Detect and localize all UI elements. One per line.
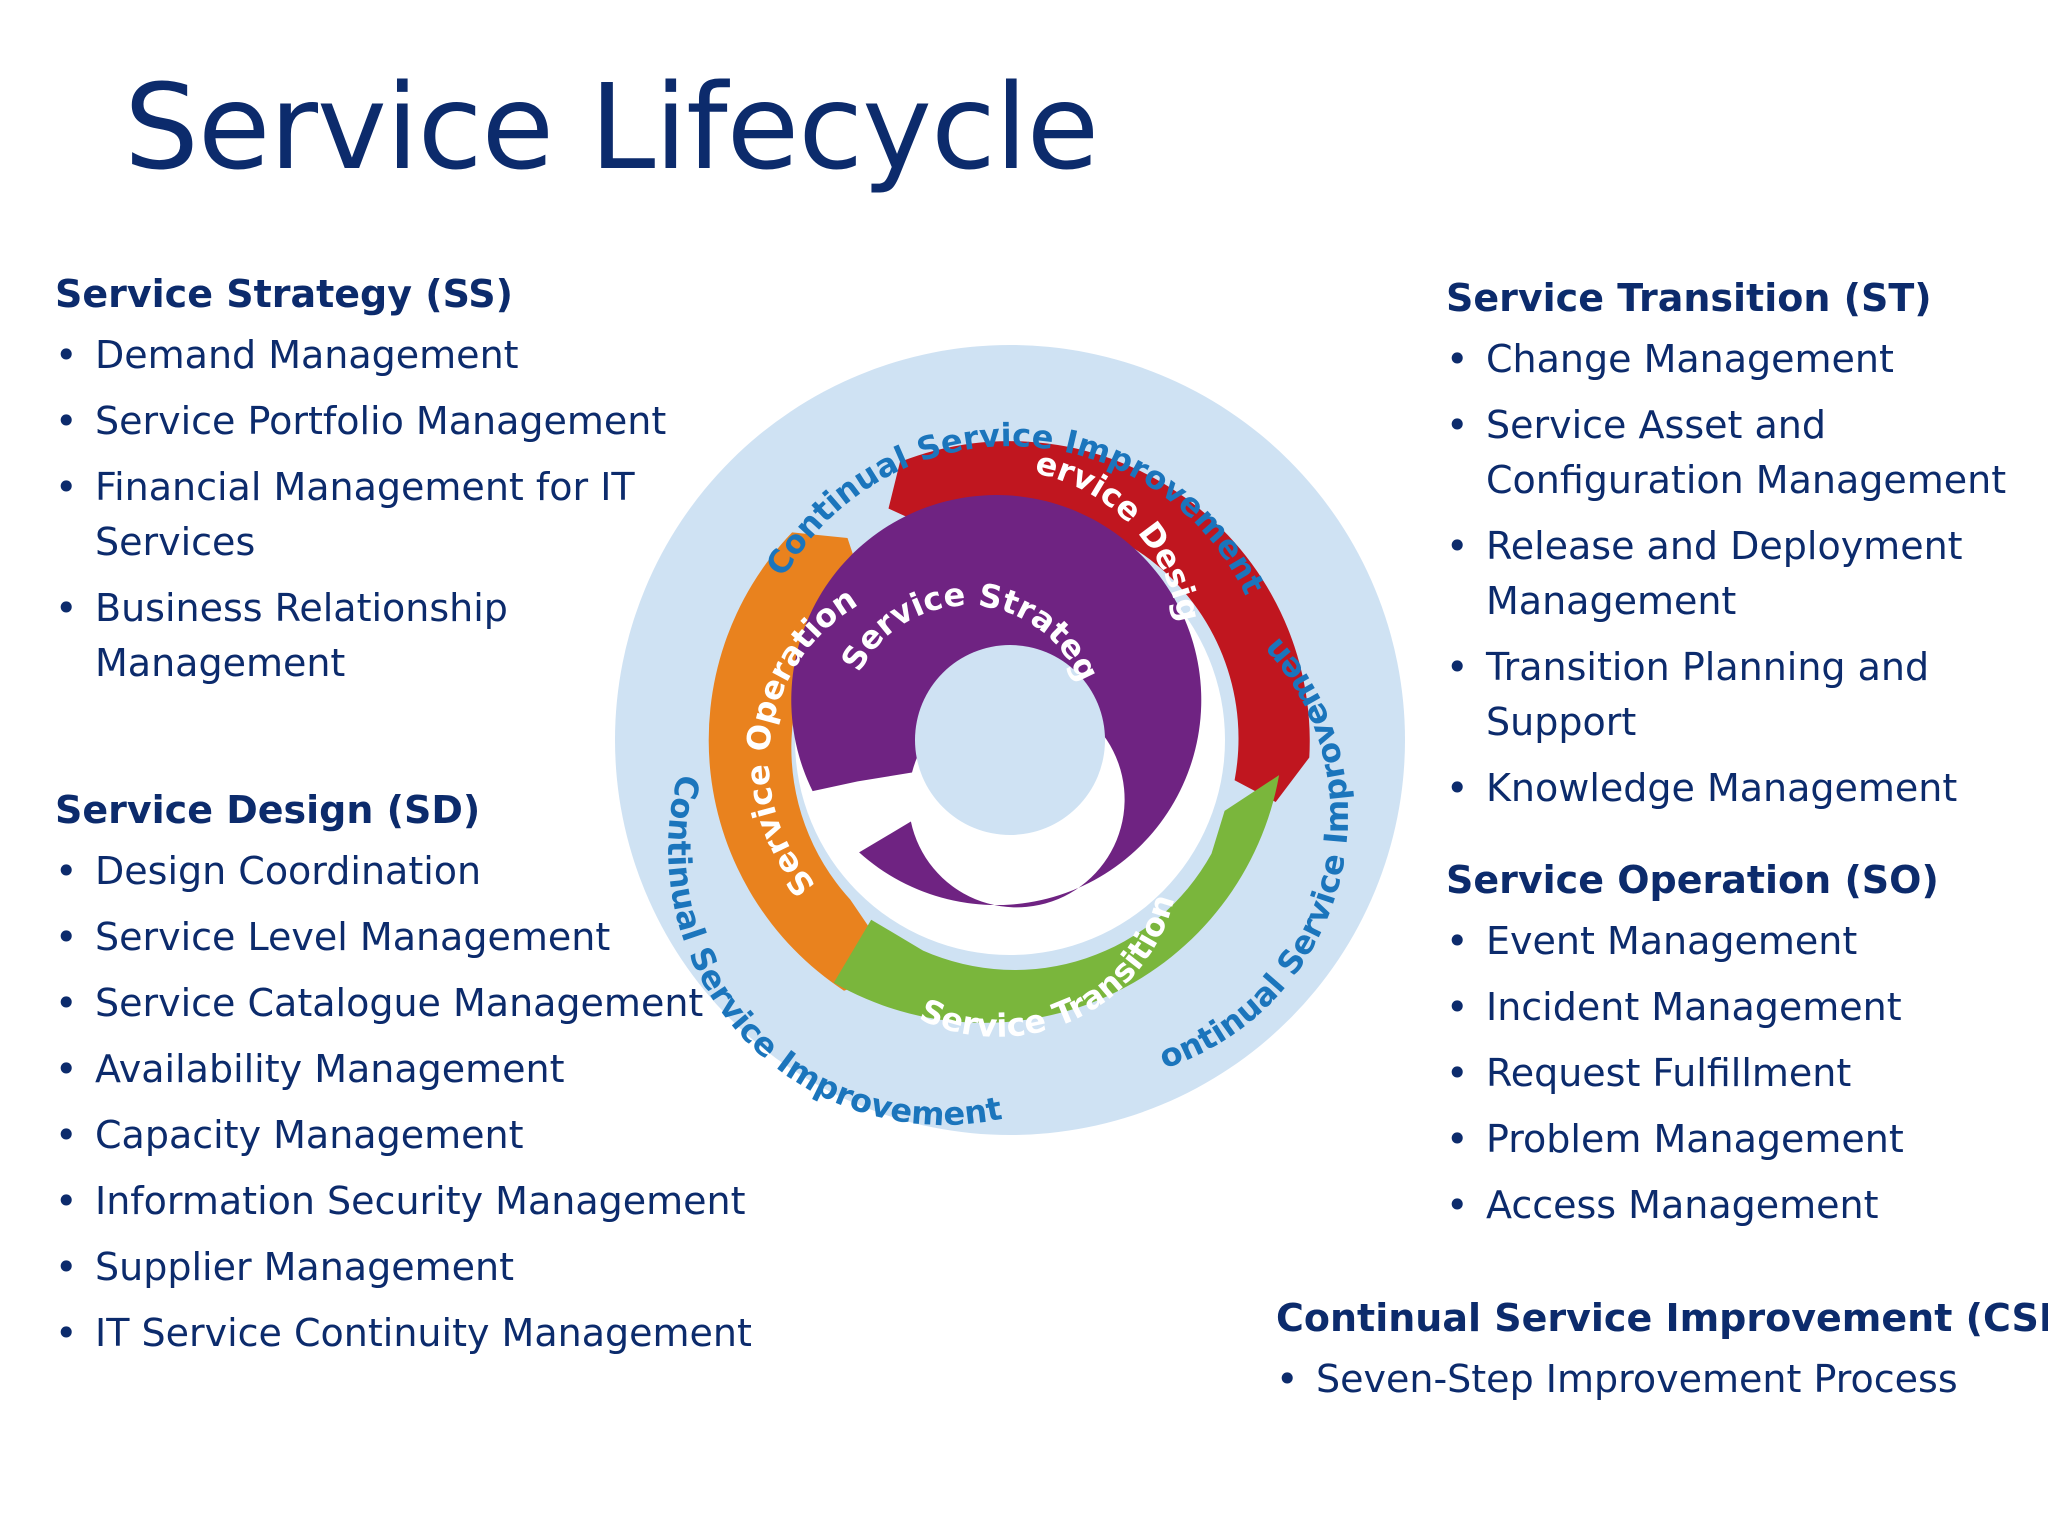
list-item: Information Security Management [55,1174,755,1229]
section-heading: Service Operation (SO) [1446,858,1939,902]
list-item: Release and Deployment Management [1446,519,2036,629]
list-item: Access Management [1446,1178,2036,1233]
list-item: Design Coordination [55,844,755,899]
inner-hub [915,645,1105,835]
list-item: Financial Management for IT Services [55,460,695,570]
section-heading: Service Design (SD) [55,788,481,832]
bullet-list: Design Coordination Service Level Manage… [55,844,755,1361]
list-item: Availability Management [55,1042,755,1097]
page-title: Service Lifecycle [124,58,1099,196]
list-item: Service Asset and Configuration Manageme… [1446,398,2036,508]
list-item: Supplier Management [55,1240,755,1295]
service-transition-segment [833,775,1280,1023]
section-heading: Service Strategy (SS) [55,272,514,316]
list-item: Service Catalogue Management [55,976,755,1031]
list-item: Problem Management [1446,1112,2036,1167]
list-item: IT Service Continuity Management [55,1306,755,1361]
section-heading: Continual Service Improvement (CSI) [1276,1296,2048,1340]
list-item: Request Fulfillment [1446,1046,2036,1101]
service-design-segment [888,441,1310,802]
section-service-transition: Service Transition (ST) Change Managemen… [1446,276,2036,827]
list-item: Event Management [1446,914,2036,969]
section-service-strategy: Service Strategy (SS) Demand Management … [55,272,695,702]
bullet-list: Change Management Service Asset and Conf… [1446,332,2036,816]
lifecycle-diagram: Continual Service Improvement Continual … [600,330,1405,1135]
section-heading: Service Transition (ST) [1446,276,1932,320]
service-strategy-segment [791,495,1202,908]
bullet-list: Event Management Incident Management Req… [1446,914,2036,1233]
list-item: Business Relationship Management [55,581,695,691]
list-item: Knowledge Management [1446,761,2036,816]
list-item: Demand Management [55,328,695,383]
list-item: Change Management [1446,332,2036,387]
list-item: Seven-Step Improvement Process [1276,1352,1996,1407]
list-item: Transition Planning and Support [1446,640,2036,750]
section-service-design: Service Design (SD) Design Coordination … [55,788,755,1372]
list-item: Capacity Management [55,1108,755,1163]
list-item: Service Portfolio Management [55,394,695,449]
section-continual-service-improvement: Continual Service Improvement (CSI) Seve… [1276,1296,2048,1418]
list-item: Service Level Management [55,910,755,965]
bullet-list: Demand Management Service Portfolio Mana… [55,328,695,691]
section-service-operation: Service Operation (SO) Event Management … [1446,858,2036,1244]
list-item: Incident Management [1446,980,2036,1035]
bullet-list: Seven-Step Improvement Process [1276,1352,1996,1407]
service-operation-segment [708,532,899,991]
